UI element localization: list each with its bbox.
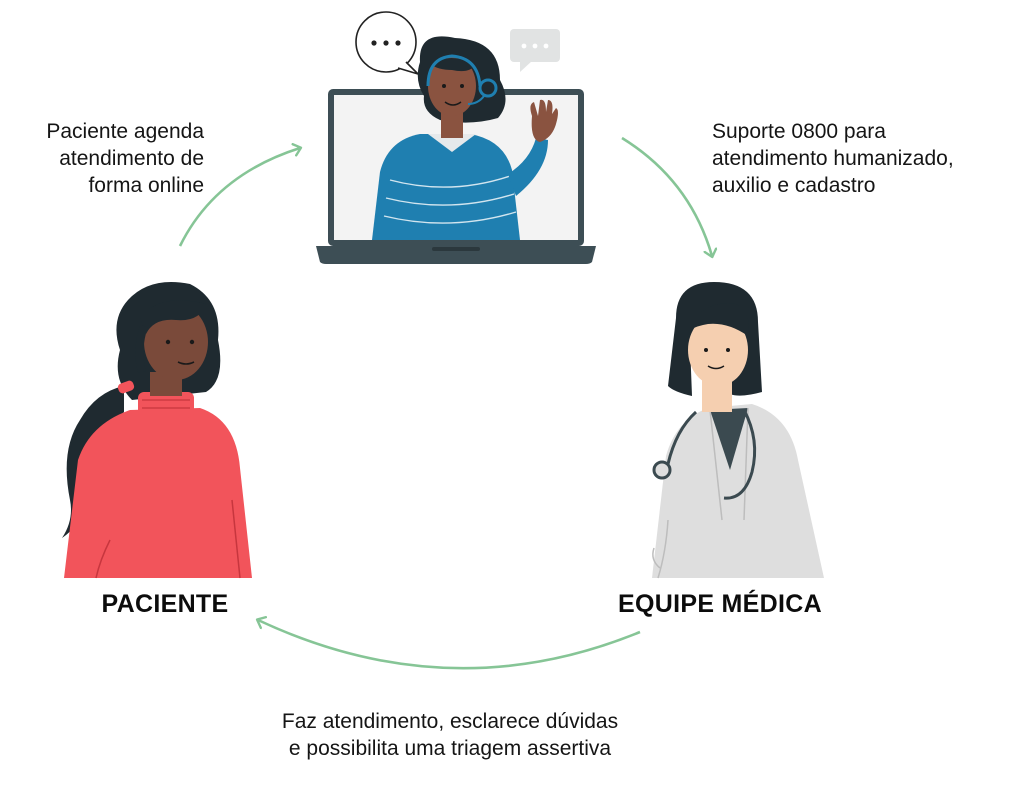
caption-line: Paciente agenda bbox=[46, 120, 204, 143]
arrow-medical-to-patient bbox=[258, 620, 641, 670]
patient-illustration bbox=[62, 282, 252, 579]
caption-line: forma online bbox=[88, 174, 204, 197]
role-label-patient: PACIENTE bbox=[101, 590, 229, 618]
caption-line: Suporte 0800 para bbox=[712, 120, 886, 143]
headset-icon bbox=[426, 54, 498, 105]
chat-bubble-icon bbox=[510, 29, 560, 72]
doctor-illustration bbox=[652, 282, 824, 579]
arrow-support-to-medical bbox=[621, 136, 712, 256]
caption-line: auxilio e cadastro bbox=[712, 174, 876, 197]
caption-schedule-online: Paciente agenda atendimento de forma onl… bbox=[8, 118, 204, 199]
role-label-medical-team: EQUIPE MÉDICA bbox=[618, 590, 822, 618]
stethoscope-icon bbox=[652, 409, 757, 500]
ellipsis-speech-bubble-icon bbox=[355, 11, 419, 75]
caption-line: atendimento humanizado, bbox=[712, 147, 954, 170]
arrow-patient-to-support bbox=[178, 148, 300, 247]
caption-triage: Faz atendimento, esclarece dúvidas e pos… bbox=[200, 708, 700, 762]
caption-line: atendimento de bbox=[59, 147, 204, 170]
caption-support-0800: Suporte 0800 para atendimento humanizado… bbox=[712, 118, 1012, 199]
caption-line: Faz atendimento, esclarece dúvidas bbox=[281, 710, 619, 733]
support-agent-illustration bbox=[372, 36, 558, 240]
caption-line: e possibilita uma triagem assertiva bbox=[288, 737, 612, 760]
laptop-illustration bbox=[316, 36, 596, 264]
